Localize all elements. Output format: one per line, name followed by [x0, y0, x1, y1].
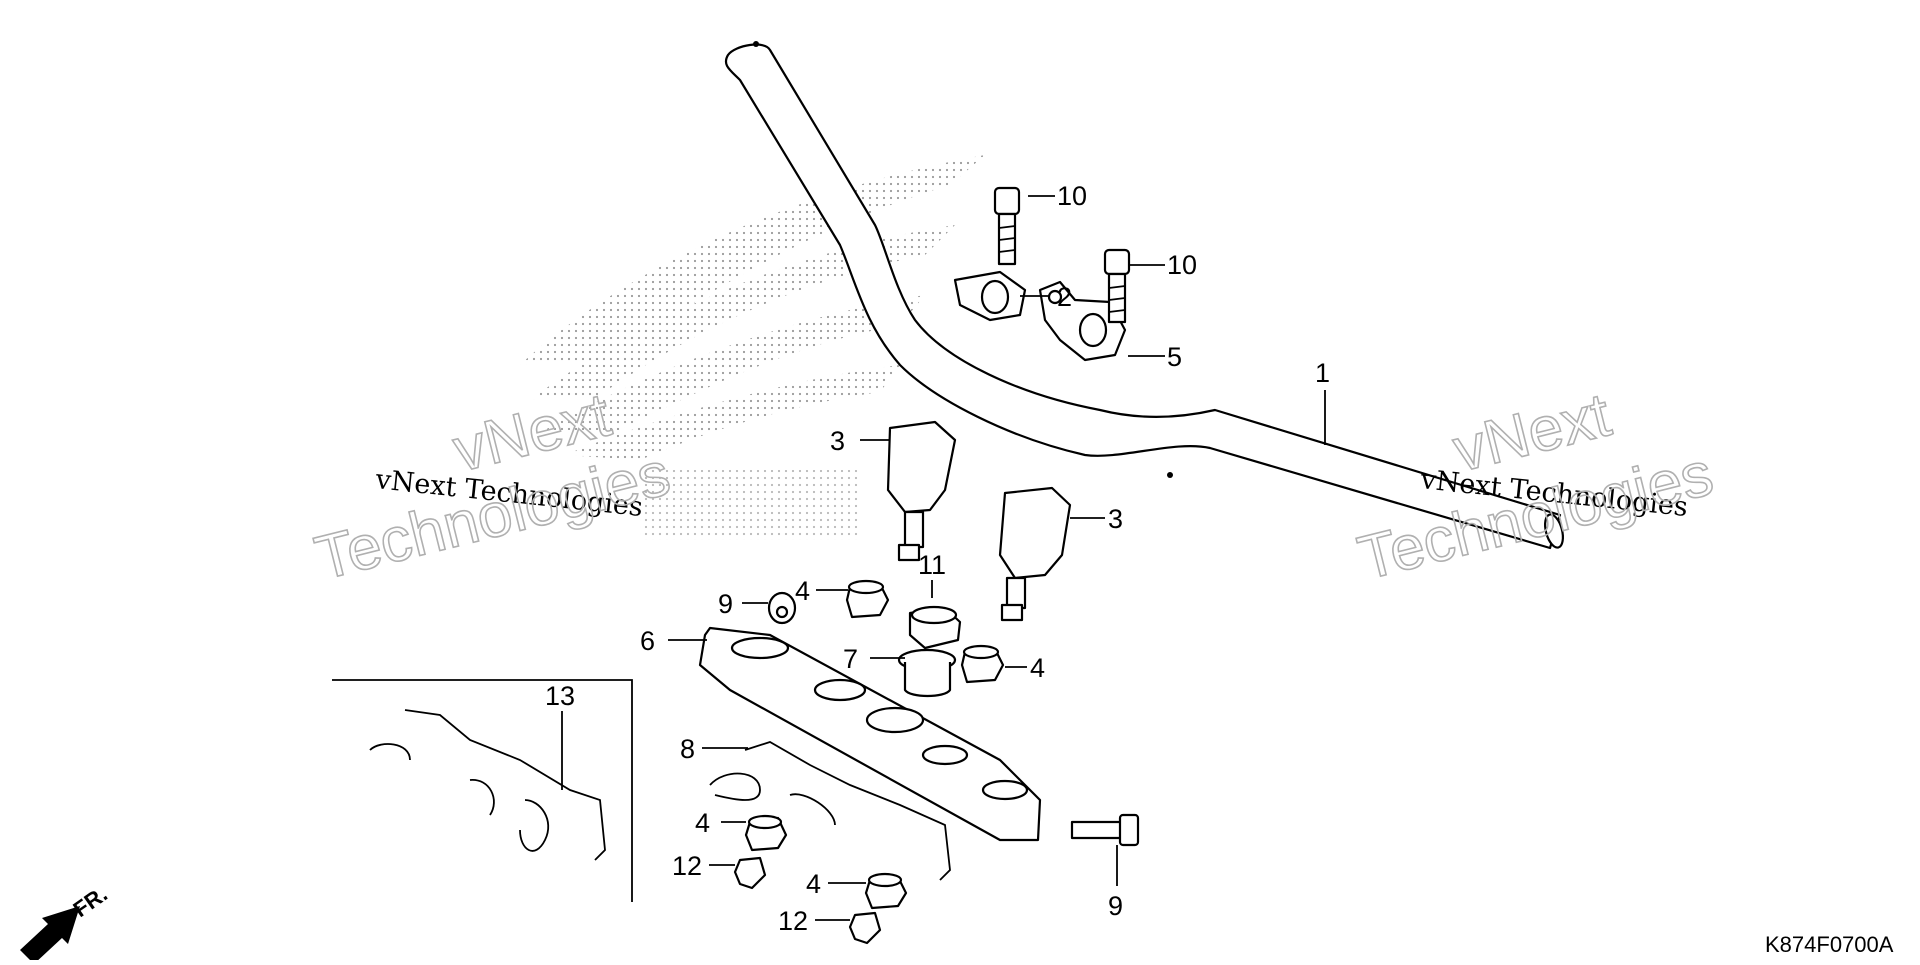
callout-4-right: 4 [1030, 653, 1045, 683]
diagram-code: K874F0700A [1765, 932, 1894, 957]
nut-11 [908, 605, 962, 650]
callout-3-left: 3 [830, 426, 845, 456]
callout-8: 8 [680, 734, 695, 764]
bolt-upper-right [1103, 248, 1131, 324]
callout-7: 7 [843, 644, 858, 674]
upper-holder-right [1038, 280, 1127, 362]
callout-9-bottom: 9 [1108, 891, 1123, 921]
leader-lines [561, 195, 1326, 921]
rubber-4-right [960, 644, 1005, 684]
callout-12-left: 12 [672, 851, 702, 881]
rubber-4-top [845, 579, 890, 619]
rubber-4-lower-left [744, 814, 788, 852]
handlebar [724, 41, 1564, 550]
bracket-8 [709, 741, 951, 881]
collar-12-left [733, 856, 767, 890]
callout-11: 11 [918, 550, 946, 580]
nut-9-small [767, 591, 797, 625]
callout-2: 2 [1057, 282, 1072, 312]
bolt-upper-left [993, 186, 1021, 266]
bracket-13 [369, 709, 606, 861]
callout-4-lower-right: 4 [806, 869, 821, 899]
top-bridge [698, 626, 1042, 842]
rubber-4-lower-right [864, 872, 908, 910]
upper-holder-left [953, 270, 1027, 322]
callout-12-right: 12 [778, 906, 808, 936]
callout-3-right: 3 [1108, 504, 1123, 534]
front-direction-arrow-icon: FR. [20, 881, 112, 964]
callout-1: 1 [1315, 358, 1330, 388]
callout-10-top: 10 [1057, 181, 1087, 211]
callout-6: 6 [640, 626, 655, 656]
callout-10-right: 10 [1167, 250, 1197, 280]
callout-9-top: 9 [718, 589, 733, 619]
callout-4-top: 4 [795, 576, 810, 606]
callout-labels: 10 10 2 5 1 3 3 11 9 4 6 7 4 13 8 4 12 4… [545, 181, 1330, 936]
bolt-9-lower [1070, 813, 1140, 847]
washer-7 [897, 648, 957, 698]
callout-4-lower-left: 4 [695, 808, 710, 838]
brand-logo-watermark [520, 155, 985, 540]
collar-12-right [848, 911, 882, 945]
callout-5: 5 [1167, 342, 1182, 372]
inset-frame [332, 679, 633, 902]
callout-13: 13 [545, 681, 575, 711]
lower-holder-left [886, 420, 957, 562]
lower-holder-right [998, 486, 1072, 622]
